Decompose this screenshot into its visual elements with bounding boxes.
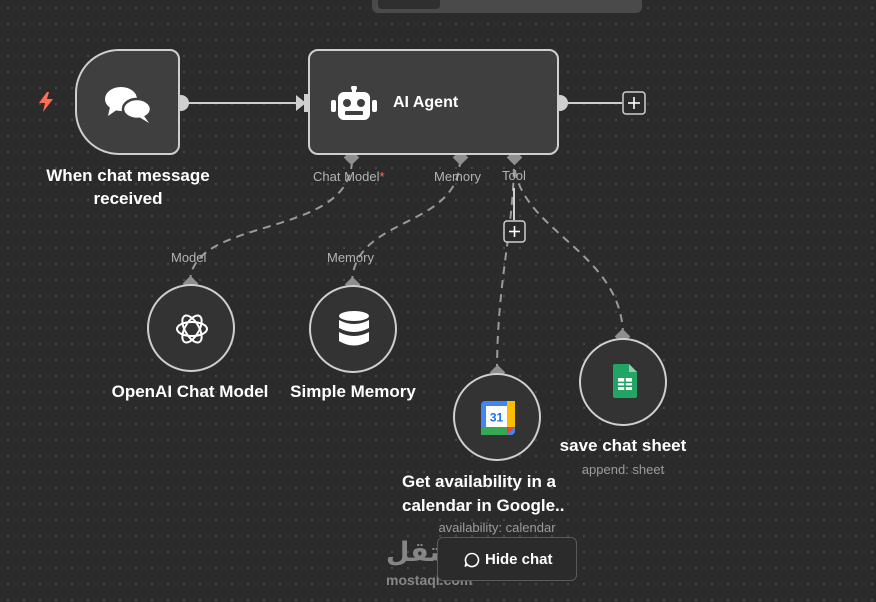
required-asterisk: * — [379, 169, 385, 184]
ai-agent-node[interactable]: AI Agent — [308, 49, 559, 155]
google-calendar-node[interactable]: 31 — [453, 373, 541, 461]
simple-memory-node[interactable] — [309, 285, 397, 373]
chat-model-label: Chat Model — [313, 169, 380, 184]
google-sheets-icon — [613, 364, 637, 398]
connection-sheet-to-agent[interactable] — [513, 158, 624, 337]
save-chat-sheet-subtitle: append: sheet — [581, 462, 665, 477]
calendar-day-number: 31 — [490, 411, 504, 425]
hide-chat-button[interactable]: Hide chat — [437, 537, 577, 581]
connection-arrow-head — [296, 95, 306, 111]
simple-memory-title: Simple Memory — [290, 382, 416, 401]
port-label-model-input: Model — [171, 250, 207, 265]
add-tool-button[interactable] — [503, 220, 526, 243]
trigger-title-line2: received — [93, 189, 163, 208]
openai-chat-model-node[interactable] — [147, 284, 235, 372]
add-node-button[interactable] — [622, 91, 646, 115]
openai-chat-model-title: OpenAI Chat Model — [111, 382, 269, 401]
hide-chat-label: Hide chat — [485, 551, 553, 568]
calendar-title-line1: Get availability in a — [402, 472, 557, 491]
save-chat-sheet-node[interactable] — [579, 338, 667, 426]
robot-icon — [331, 86, 377, 120]
trigger-node[interactable] — [75, 49, 180, 155]
port-label-memory-input: Memory — [327, 250, 374, 265]
toolbar-segment[interactable] — [378, 0, 440, 9]
chat-bubble-icon — [464, 552, 480, 568]
connection-memory-to-agent[interactable] — [351, 158, 461, 285]
save-chat-sheet-title: save chat sheet — [559, 436, 687, 455]
trigger-title-line1: When chat message — [46, 166, 210, 185]
port-label-chat-model: Chat Model* — [313, 169, 385, 184]
canvas-toolbar[interactable] — [372, 0, 642, 13]
ai-agent-title: AI Agent — [393, 94, 459, 111]
connection-calendar-to-agent[interactable] — [496, 158, 515, 373]
chat-bubbles-icon — [105, 87, 152, 123]
database-icon — [339, 311, 369, 346]
trigger-bolt-icon — [39, 92, 53, 112]
google-calendar-icon: 31 — [481, 401, 515, 435]
calendar-title-line2: calendar in Google.. — [402, 496, 565, 515]
openai-icon — [176, 314, 208, 344]
calendar-subtitle: availability: calendar — [438, 520, 556, 535]
port-label-tool: Tool — [502, 168, 526, 183]
port-label-memory: Memory — [434, 169, 481, 184]
